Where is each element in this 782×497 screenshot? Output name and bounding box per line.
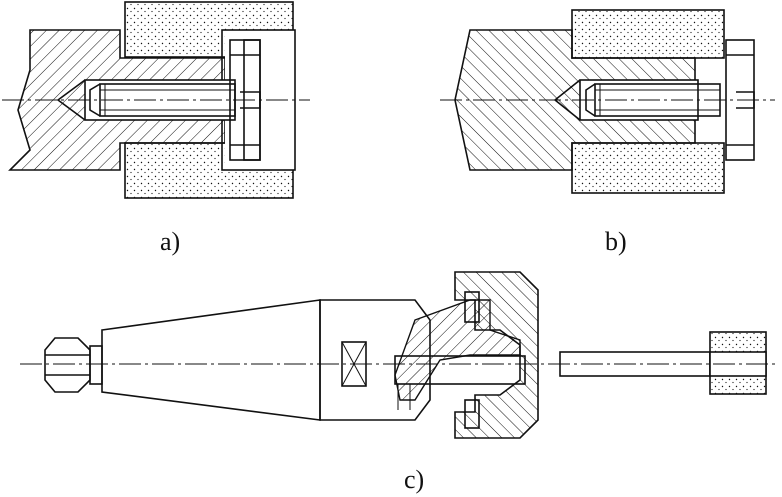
figure-b: [440, 9, 775, 194]
tapered-mandrel: [101, 299, 321, 421]
grinding-wheel-top-b: [571, 9, 725, 59]
label-b: b): [605, 227, 627, 256]
label-c: c): [404, 465, 424, 494]
grinding-wheel-bottom-b: [571, 142, 725, 194]
label-a: a): [160, 227, 180, 256]
cap-nut-section: [454, 271, 539, 439]
figure-a: [2, 1, 310, 199]
end-nut: [44, 337, 91, 393]
figure-c: [20, 271, 778, 439]
